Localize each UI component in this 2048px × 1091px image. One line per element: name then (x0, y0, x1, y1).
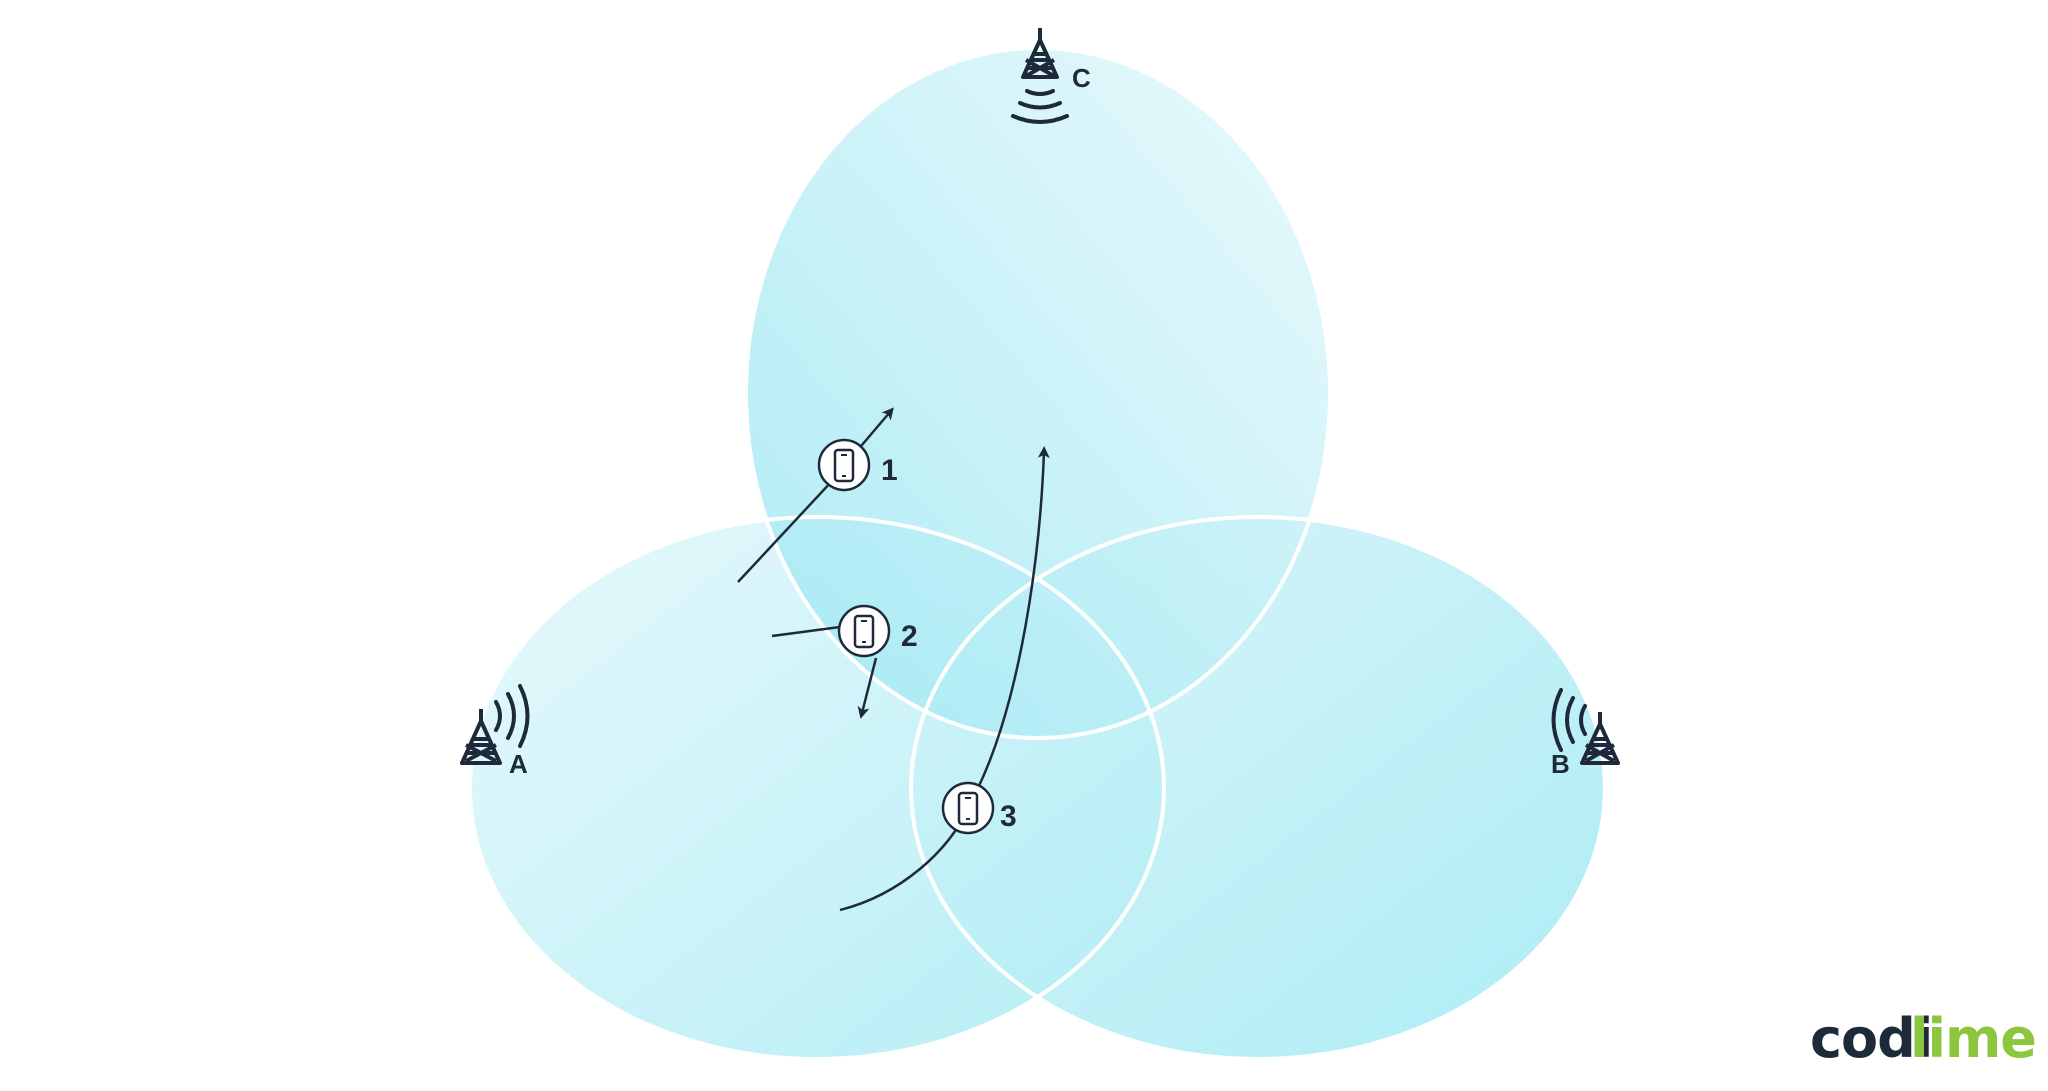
radio-tower-icon (1580, 712, 1620, 765)
tower-c-label: C (1072, 63, 1091, 93)
device-1-circle (817, 438, 871, 492)
device-3-circle (941, 781, 995, 835)
radio-tower-icon (460, 709, 502, 765)
device-2: 2 (837, 604, 918, 658)
tower-c: C (1011, 28, 1091, 124)
smartphone-icon (833, 448, 855, 483)
device-1-label: 1 (881, 454, 898, 487)
smartphone-icon (957, 791, 979, 826)
coverage-cells (470, 48, 1605, 1059)
cell-a-border (468, 515, 1166, 1061)
signal-waves-icon (1011, 89, 1069, 124)
cell-b-border (909, 515, 1607, 1061)
device-2-label: 2 (901, 620, 918, 653)
tower-a: A (460, 684, 530, 779)
device-1: 1 (817, 438, 898, 492)
device-3: 3 (941, 781, 1017, 835)
tower-b: B (1551, 688, 1620, 779)
signal-waves-icon (494, 684, 530, 748)
signal-waves-icon (1551, 688, 1587, 752)
smartphone-icon (853, 614, 875, 649)
device-2-circle (837, 604, 891, 658)
radio-tower-icon (1021, 28, 1059, 79)
logo-text-lime: lime (1910, 1007, 2036, 1070)
device-3-label: 3 (1000, 800, 1017, 833)
tower-a-label: A (509, 749, 528, 779)
cell-c-coverage (746, 48, 1330, 738)
path-device-2 (771, 625, 878, 713)
codilime-logo: codi lime (1810, 1007, 2037, 1070)
tower-b-label: B (1551, 749, 1570, 779)
logo-text-codi: codi (1810, 1007, 1932, 1070)
